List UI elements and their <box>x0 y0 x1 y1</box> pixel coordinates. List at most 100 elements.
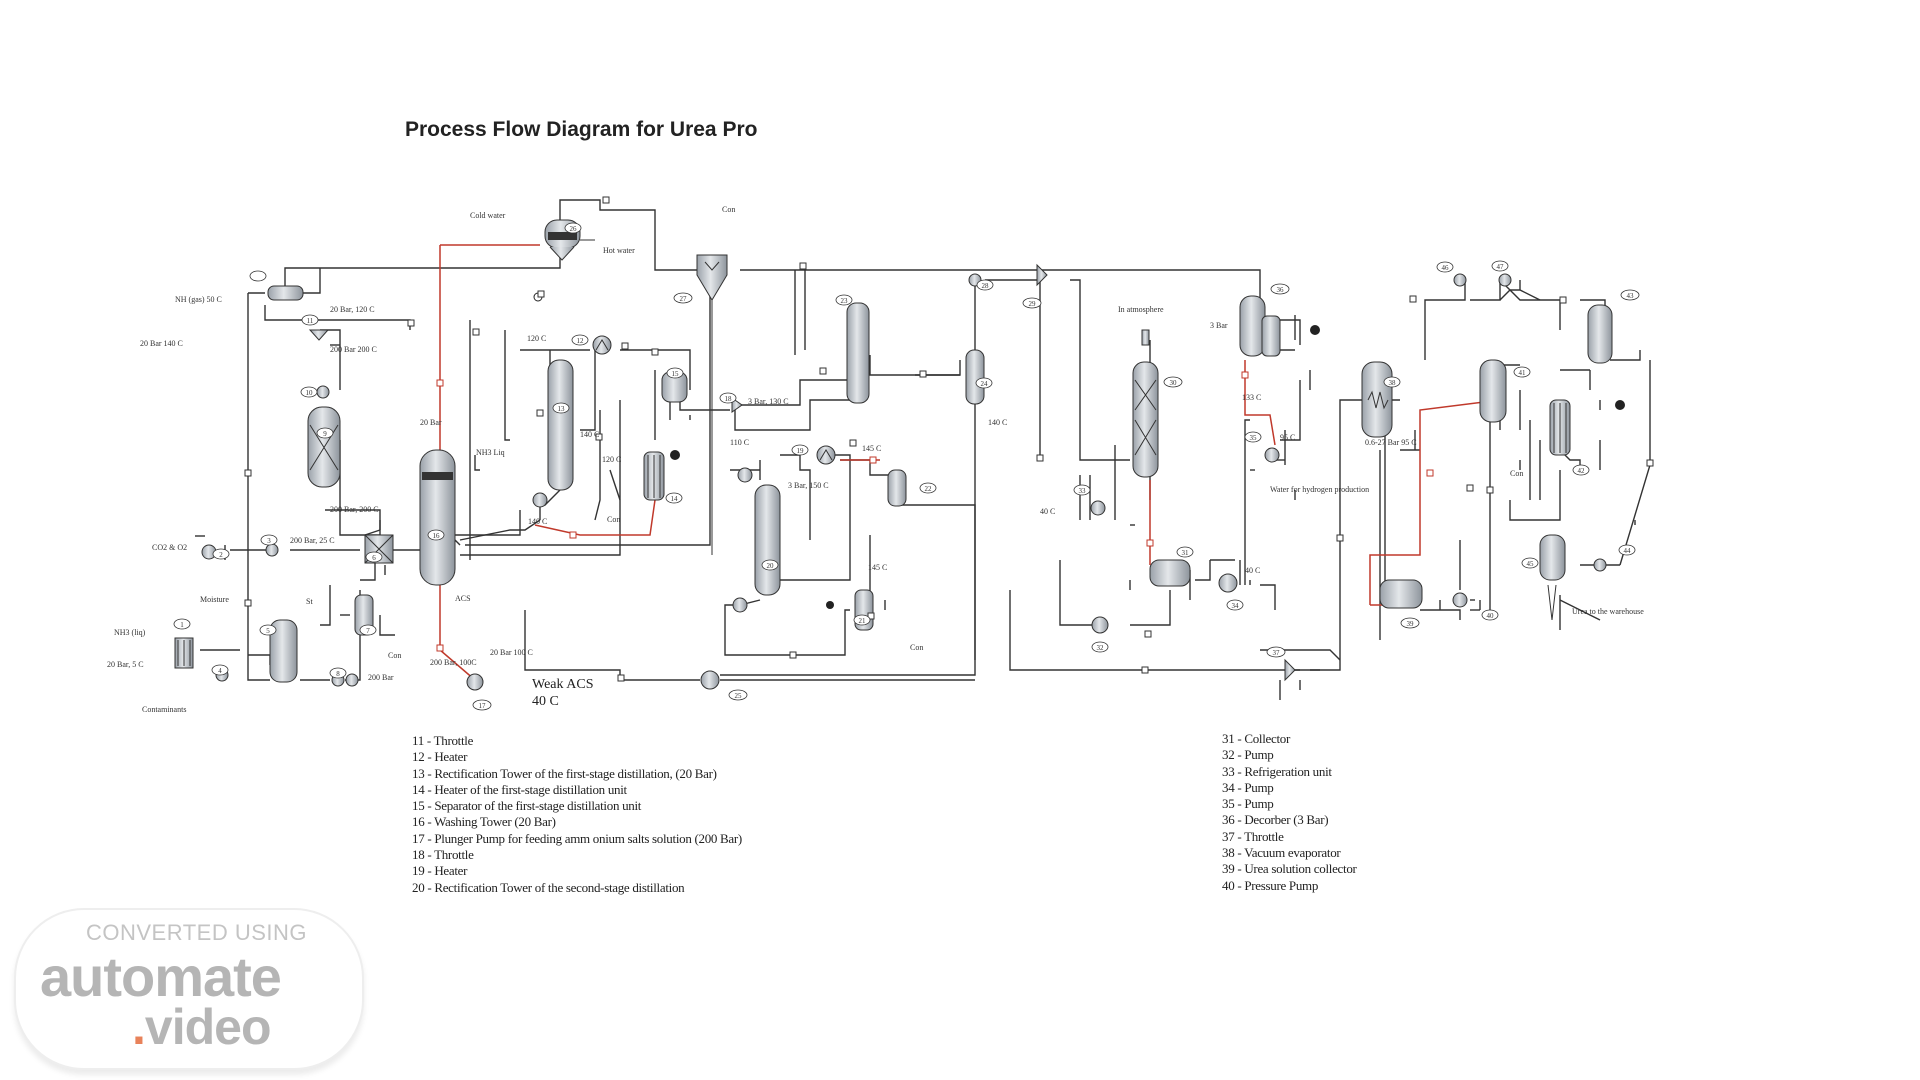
tag-44: 44 <box>1624 547 1632 555</box>
label-cold-water: Cold water <box>470 211 506 220</box>
label-con-right: Con <box>1510 469 1523 478</box>
legend-right: 31 - Collector 32 - Pump 33 - Refrigerat… <box>1222 731 1357 894</box>
label-st: St <box>306 597 313 606</box>
legend-item: 18 - Throttle <box>412 847 474 863</box>
legend-item: 36 - Decorber (3 Bar) <box>1222 812 1329 828</box>
label-145c-b: 145 C <box>868 563 887 572</box>
tag-13: 13 <box>558 405 566 413</box>
tag-24: 24 <box>981 380 989 388</box>
label-20bar-100: 20 Bar 100 C <box>490 648 533 657</box>
heater-42 <box>1549 399 1571 456</box>
tag-19: 19 <box>797 447 805 455</box>
label-40c-b: 40 C <box>1245 566 1260 575</box>
throttle-18 <box>731 397 743 413</box>
urea-collector-39 <box>1379 579 1423 609</box>
tag-1: 1 <box>180 621 184 629</box>
rectification-tower-20 <box>754 484 781 596</box>
tag-22: 22 <box>925 485 933 493</box>
legend-item: 35 - Pump <box>1222 796 1274 812</box>
label-200bar-25: 200 Bar, 25 C <box>290 536 335 545</box>
vessel-45 <box>1539 534 1566 621</box>
tag-31: 31 <box>1182 549 1190 557</box>
tag-14: 14 <box>671 495 679 503</box>
tag-40: 40 <box>1487 612 1495 620</box>
tag-25: 25 <box>735 692 743 700</box>
tag-32: 32 <box>1097 644 1105 652</box>
process-lines <box>195 199 1651 700</box>
legend-item: 32 - Pump <box>1222 747 1274 763</box>
washing-tower-16 <box>419 449 456 586</box>
label-contaminants: Contaminants <box>142 705 186 714</box>
tag-30: 30 <box>1170 379 1178 387</box>
label-water-hydrogen: Water for hydrogen production <box>1270 485 1369 494</box>
tag-16: 16 <box>433 532 441 540</box>
label-20bar-5: 20 Bar, 5 C <box>107 660 144 669</box>
label-200bar-120: 20 Bar, 120 C <box>330 305 375 314</box>
watermark-brand-suffix: .video <box>132 998 271 1056</box>
heater-19 <box>816 445 836 465</box>
label-co2: CO2 & O2 <box>152 543 187 552</box>
label-3bar: 3 Bar <box>1210 321 1228 330</box>
tag-12: 12 <box>577 337 585 345</box>
label-200bar-100: 200 Bar, 100C <box>430 658 477 667</box>
label-140c-b: 140 C <box>528 517 547 526</box>
column-30 <box>1132 329 1159 478</box>
label-hot-water: Hot water <box>603 246 635 255</box>
vessel-7 <box>269 619 298 683</box>
tag-33: 33 <box>1079 487 1087 495</box>
tag-11: 11 <box>307 317 314 325</box>
decorber-36 <box>1239 295 1281 357</box>
label-140c-c: 140 C <box>988 418 1007 427</box>
tag-23: 23 <box>841 297 849 305</box>
label-200bar-200: 200 Bar 200 C <box>330 345 377 354</box>
heater-5 <box>174 637 194 669</box>
label-40c-a: 40 C <box>1040 507 1055 516</box>
label-3bar-130: 3 Bar, 130 C <box>748 397 789 406</box>
tag-28: 28 <box>982 282 990 290</box>
tag-41: 41 <box>1519 369 1527 377</box>
label-urea-warehouse: Urea to the warehouse <box>1572 607 1644 616</box>
tag-45: 45 <box>1527 560 1535 568</box>
label-110c: 110 C <box>730 438 749 447</box>
label-nh3-liq: NH3 (liq) <box>114 628 146 637</box>
label-20bar-140: 20 Bar 140 C <box>140 339 183 348</box>
label-evaporator-conditions: 0.6-27 Bar 95 C <box>1365 438 1417 447</box>
label-nh3-liq-gas: NH3 Liq <box>476 448 505 457</box>
label-nh3-gas: NH (gas) 50 C <box>175 295 222 304</box>
label-con-mid: Con <box>607 515 620 524</box>
tag-4: 4 <box>218 667 222 675</box>
equipment-tag-numbers: 1 2 3 4 5 6 7 8 9 10 11 12 13 14 15 16 1… <box>180 225 1634 710</box>
tag-38: 38 <box>1389 379 1397 387</box>
throttle-11 <box>308 329 330 341</box>
label-120c-b: 120 C <box>602 455 621 464</box>
tag-2: 2 <box>219 551 223 559</box>
label-200bar-200b: 200 Bar, 200 C <box>330 505 379 514</box>
tag-20: 20 <box>767 562 775 570</box>
tag-37: 37 <box>1273 649 1281 657</box>
tag-5: 5 <box>266 627 270 635</box>
vessel-41 <box>1479 359 1507 423</box>
label-200bar: 200 Bar <box>368 673 394 682</box>
vessel-22 <box>887 469 907 507</box>
equipment-tags <box>173 222 1640 711</box>
heater-14 <box>643 451 665 501</box>
stream-labels: Cold water Hot water Con NH (gas) 50 C 2… <box>107 205 1644 714</box>
tag-47: 47 <box>1497 263 1505 271</box>
legend-item: 15 - Separator of the first-stage distil… <box>412 798 642 814</box>
watermark-brand: automate <box>40 945 282 1008</box>
tag-3: 3 <box>267 537 271 545</box>
tag-6: 6 <box>372 554 376 562</box>
label-145c-a: 145 C <box>862 444 881 453</box>
hot-stream-nodes <box>436 371 1434 652</box>
stream-nodes <box>244 196 1654 682</box>
diagram-title: Process Flow Diagram for Urea Pro <box>405 118 758 141</box>
tag-10: 10 <box>306 389 314 397</box>
label-moisture: Moisture <box>200 595 229 604</box>
column-23 <box>846 302 870 404</box>
vacuum-evaporator-38 <box>1361 361 1393 438</box>
heat-exchanger-4 <box>267 285 304 301</box>
watermark-video: video <box>144 999 272 1055</box>
legend-item: 12 - Heater <box>412 749 468 765</box>
label-con-top: Con <box>722 205 735 214</box>
label-in-atmosphere: In atmosphere <box>1118 305 1164 314</box>
